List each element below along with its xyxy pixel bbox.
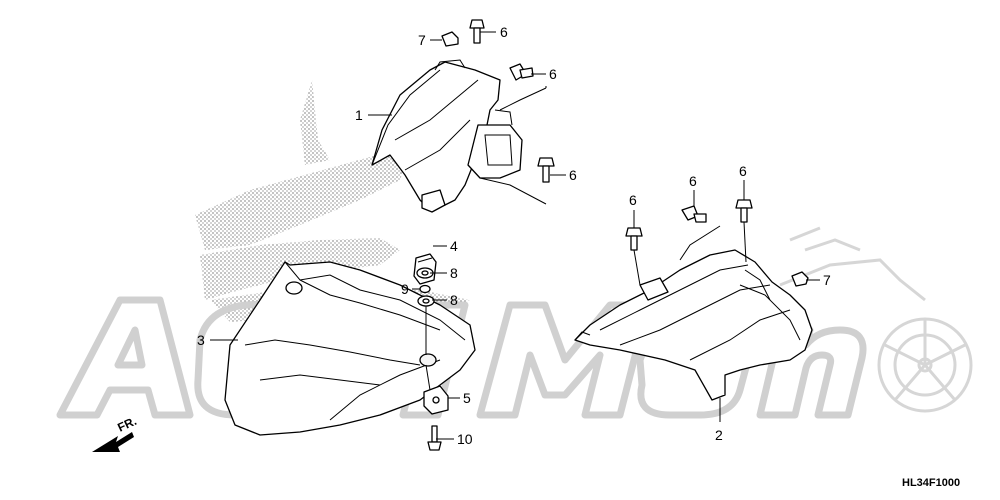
clip-nut-7-b — [791, 271, 809, 287]
callout-10: 10 — [457, 431, 473, 447]
bolt-6-a — [469, 19, 485, 44]
diagram-code: HL34F1000 — [902, 477, 960, 489]
clip-nut-7-a — [441, 31, 459, 47]
callout-6-d: 6 — [629, 192, 637, 208]
callout-8-a: 8 — [450, 265, 458, 281]
motorcycle-watermark — [779, 226, 973, 413]
callout-2: 2 — [715, 427, 723, 443]
collar-9 — [419, 284, 431, 294]
bolt-6-d — [625, 227, 643, 251]
bolt-6-b — [509, 63, 534, 81]
washer-8-b — [417, 295, 435, 307]
callout-8-b: 8 — [450, 292, 458, 308]
callout-4: 4 — [450, 238, 458, 254]
callout-6-c: 6 — [569, 167, 577, 183]
callout-5: 5 — [463, 390, 471, 406]
bracket-5 — [423, 385, 449, 415]
leader-lines — [210, 31, 820, 440]
bolt-6-e — [681, 205, 707, 223]
callout-6-a: 6 — [500, 24, 508, 40]
bolt-6-f — [735, 199, 753, 223]
part-1-inner-cover — [371, 59, 523, 213]
callout-7-b: 7 — [823, 272, 831, 288]
part-2-side-cover — [574, 249, 813, 401]
callout-3: 3 — [197, 332, 205, 348]
screw-10 — [427, 425, 442, 451]
callout-7-a: 7 — [418, 32, 426, 48]
callout-6-b: 6 — [549, 66, 557, 82]
callout-9: 9 — [401, 281, 409, 297]
callout-1: 1 — [355, 107, 363, 123]
callout-6-f: 6 — [739, 163, 747, 179]
front-direction-arrow: FR. — [92, 414, 139, 452]
direction-label: FR. — [115, 414, 138, 435]
part-3-front-cover — [224, 261, 476, 436]
callout-6-e: 6 — [689, 173, 697, 189]
bolt-6-c — [537, 157, 555, 183]
